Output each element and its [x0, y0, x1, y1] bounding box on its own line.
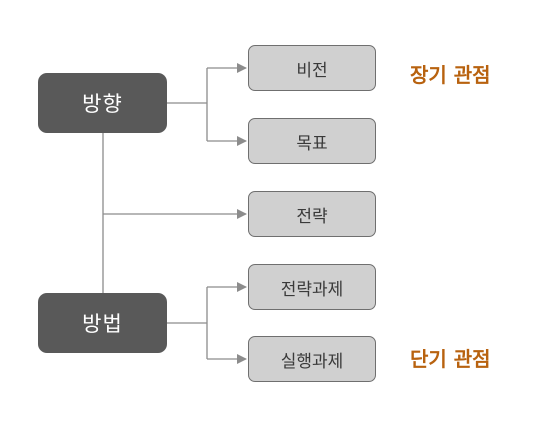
goal-box: 목표: [248, 118, 376, 164]
long-term-label: 장기 관점: [410, 63, 491, 87]
strategy-box: 전략: [248, 191, 376, 237]
execution-task-box: 실행과제: [248, 336, 376, 382]
vision-box: 비전: [248, 45, 376, 91]
method-box: 방법: [38, 293, 167, 353]
short-term-label: 단기 관점: [410, 347, 491, 371]
direction-box: 방향: [38, 73, 167, 133]
strategic-task-box: 전략과제: [248, 264, 376, 310]
